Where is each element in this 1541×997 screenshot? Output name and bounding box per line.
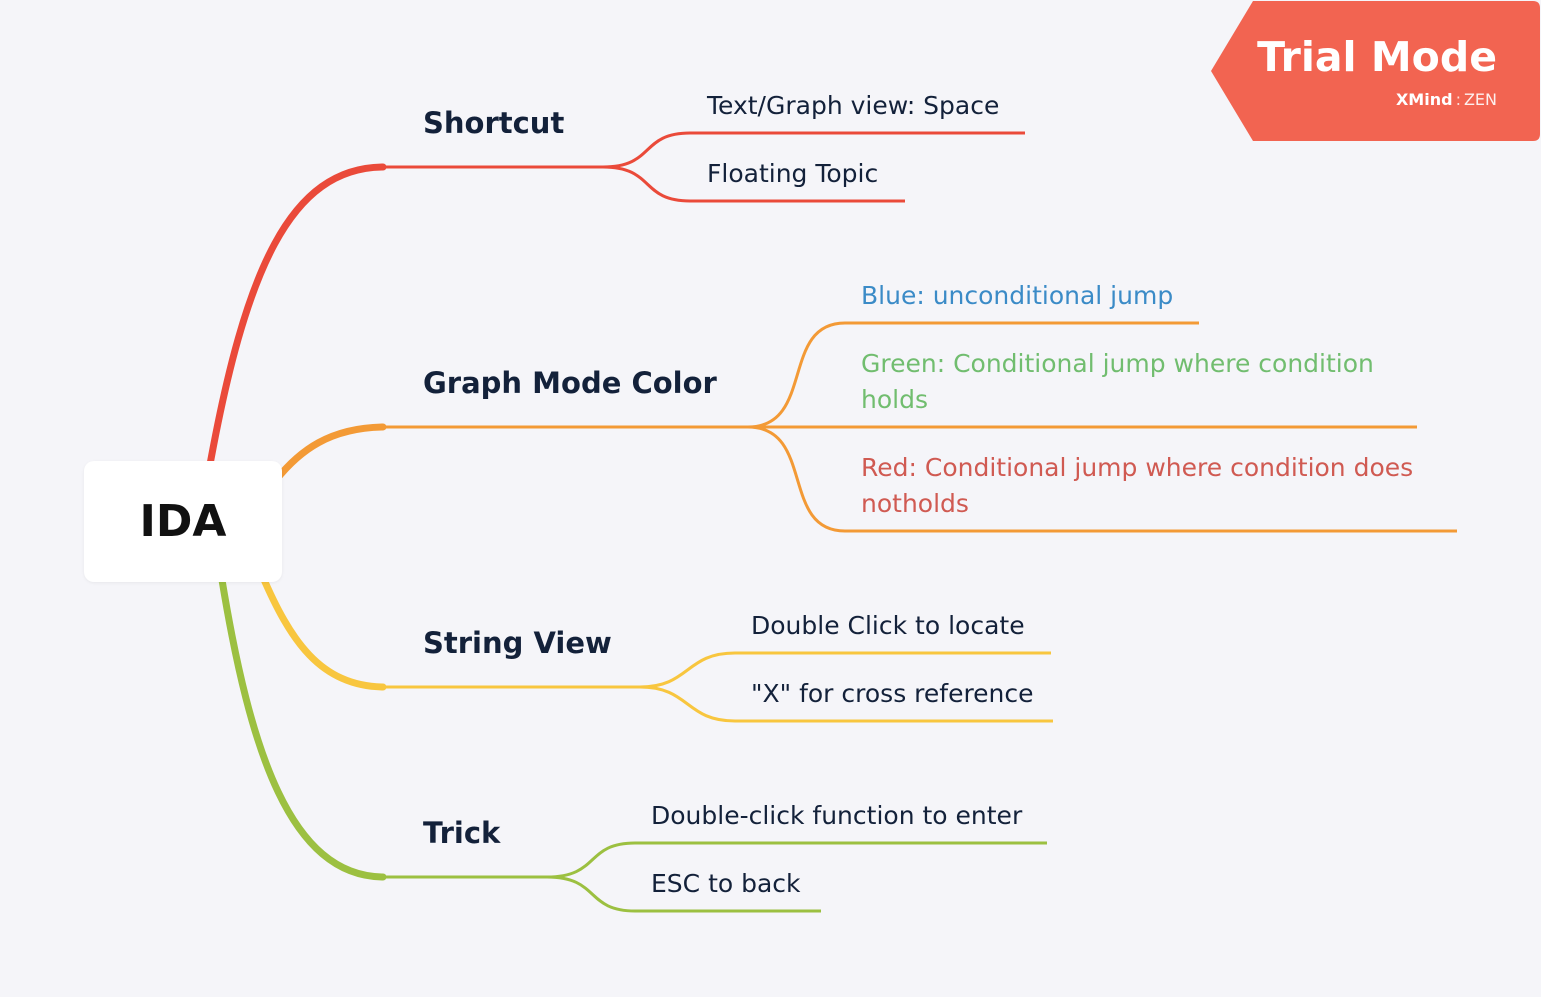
root-topic[interactable]: IDA <box>84 461 282 582</box>
branch-string-view[interactable]: String View <box>423 626 612 660</box>
brand-separator: : <box>1455 90 1461 109</box>
connector-trick-leaf-1 <box>546 841 636 879</box>
branch-trick[interactable]: Trick <box>423 816 501 850</box>
leaf-red-conditional-jump[interactable]: Red: Conditional jump where condition do… <box>861 453 1414 518</box>
connector-root-shortcut <box>205 163 387 474</box>
brand-edition: ZEN <box>1463 90 1497 109</box>
connector-root-trick <box>218 576 387 881</box>
connector-root-string-view <box>258 571 387 691</box>
connector-graph-leaf-1 <box>747 321 846 429</box>
connector-string-leaf-2 <box>639 685 736 723</box>
brand-name: XMind <box>1395 90 1453 109</box>
leaf-text-graph-view[interactable]: Text/Graph view: Space <box>707 91 1000 120</box>
leaf-floating-topic[interactable]: Floating Topic <box>707 159 879 188</box>
branch-graph-mode-color[interactable]: Graph Mode Color <box>423 366 717 400</box>
connector-root-graph-mode-color <box>272 423 387 484</box>
leaf-double-click-function[interactable]: Double-click function to enter <box>651 801 1023 830</box>
connector-shortcut-leaf-1 <box>602 131 691 169</box>
connector-trick-leaf-2 <box>546 875 636 913</box>
trial-mode-title: Trial Mode <box>1257 33 1497 81</box>
connector-graph-leaf-3 <box>747 425 846 533</box>
leaf-x-cross-reference[interactable]: "X" for cross reference <box>751 679 1034 708</box>
leaf-blue-unconditional-jump[interactable]: Blue: unconditional jump <box>861 281 1174 310</box>
root-topic-label: IDA <box>139 496 227 547</box>
connector-string-leaf-1 <box>639 651 736 689</box>
leaf-double-click-locate[interactable]: Double Click to locate <box>751 611 1025 640</box>
trial-mode-badge[interactable]: Trial Mode XMind:ZEN <box>1211 1 1540 141</box>
xmind-brand: XMind:ZEN <box>1396 90 1497 109</box>
badge-shape <box>1211 1 1540 141</box>
leaf-green-conditional-jump[interactable]: Green: Conditional jump where condition … <box>861 349 1374 414</box>
branch-shortcut[interactable]: Shortcut <box>423 106 565 140</box>
connector-shortcut-leaf-2 <box>602 165 691 203</box>
leaf-esc-to-back[interactable]: ESC to back <box>651 869 801 898</box>
